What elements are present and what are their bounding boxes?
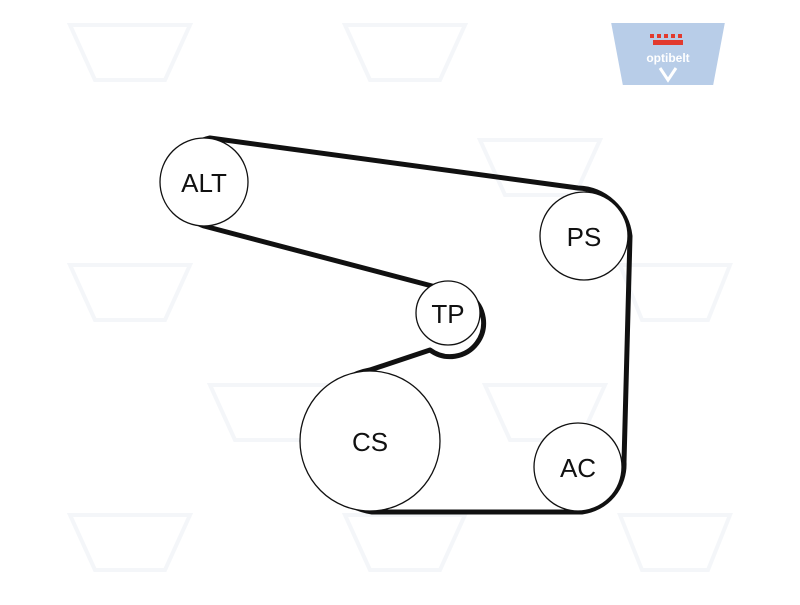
pulley-alt: ALT: [159, 137, 249, 227]
pulley-label-ps: PS: [567, 222, 602, 252]
pulley-ac: AC: [533, 422, 623, 512]
watermark-logo: [617, 513, 733, 572]
watermark-logo: [341, 513, 469, 572]
pulley-cs: CS: [299, 370, 441, 512]
pulley-label-cs: CS: [352, 427, 388, 457]
watermark-logo: [66, 23, 194, 82]
pulley-ps: PS: [539, 191, 629, 281]
watermark-logo: [66, 513, 194, 572]
pulley-label-alt: ALT: [181, 168, 227, 198]
logo-red-bar: [653, 40, 683, 45]
optibelt-logo: optibelt: [608, 21, 728, 87]
pulley-tp: TP: [415, 280, 481, 346]
logo-shield-shape: [608, 21, 728, 87]
watermark-logo: [617, 263, 733, 322]
logo-brand-text: optibelt: [646, 51, 689, 65]
pulley-label-ac: AC: [560, 453, 596, 483]
pulley-label-tp: TP: [431, 299, 464, 329]
watermark-logo: [341, 23, 469, 82]
watermark-logo: [66, 263, 194, 322]
